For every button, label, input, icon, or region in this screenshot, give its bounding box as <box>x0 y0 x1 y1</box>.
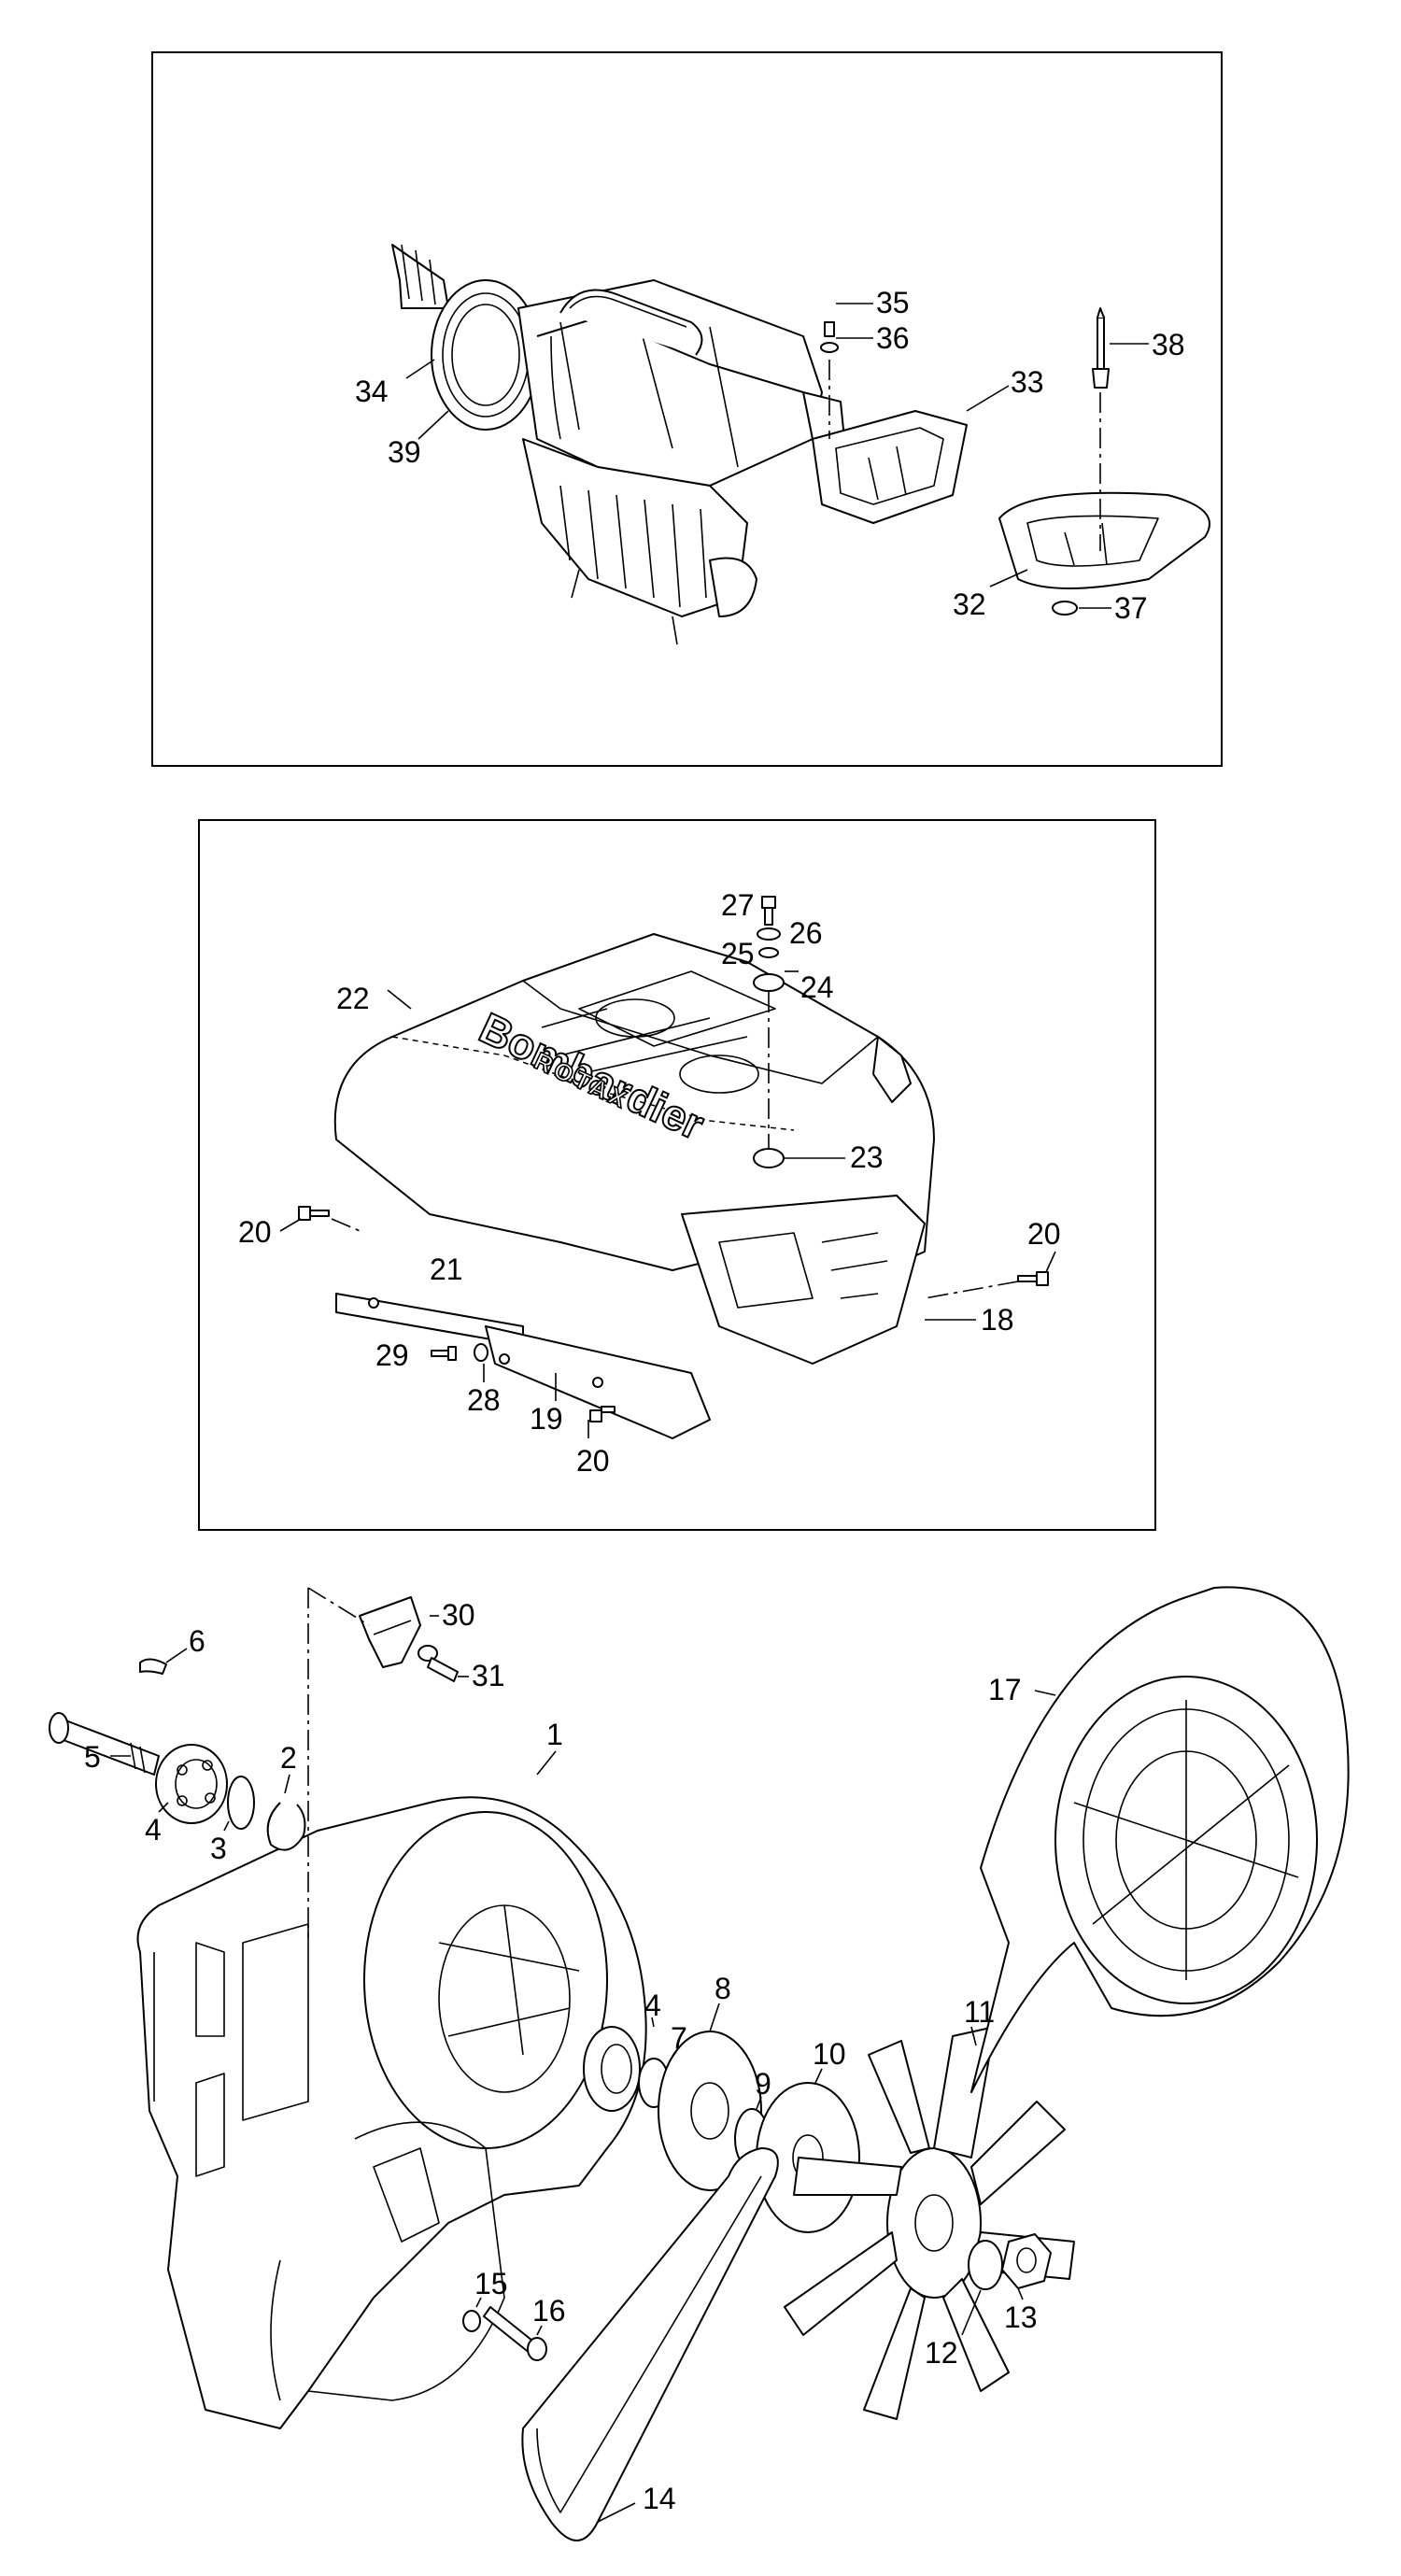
callout-24: 24 <box>800 970 834 1004</box>
callout-30: 30 <box>442 1598 475 1632</box>
callout-31: 31 <box>472 1659 505 1692</box>
engine-cover-panel: Bombardier ROTAX <box>198 819 1156 1531</box>
callout-7: 7 <box>671 2021 687 2055</box>
air-silencer-part-33 <box>812 410 968 524</box>
callout-17: 17 <box>988 1673 1022 1706</box>
callout-22: 22 <box>336 982 370 1015</box>
callout-35: 35 <box>876 286 910 319</box>
callout-6: 6 <box>189 1624 205 1658</box>
fan-housing-part-1 <box>136 1796 647 2429</box>
engine-cover-part-22: Bombardier ROTAX <box>333 933 935 1290</box>
callout-5: 5 <box>84 1740 101 1774</box>
screw-part-20-bottom <box>589 1406 616 1422</box>
callout-4-right: 4 <box>644 1989 661 2022</box>
callout-8: 8 <box>715 1972 731 2005</box>
callout-21: 21 <box>430 1253 463 1286</box>
shield-part-18 <box>681 1195 926 1365</box>
callout-2: 2 <box>280 1741 297 1775</box>
screw-part-29 <box>431 1346 457 1361</box>
screw-part-35 <box>820 321 839 353</box>
washer-part-37 <box>1052 601 1078 616</box>
shaft-part-5 <box>49 1712 160 1776</box>
callout-9: 9 <box>755 2067 771 2101</box>
callout-38: 38 <box>1152 328 1185 361</box>
callout-20-left: 20 <box>238 1215 272 1249</box>
callout-13: 13 <box>1004 2300 1038 2334</box>
engine-assembly <box>391 244 846 645</box>
washer-part-26 <box>757 927 781 941</box>
callout-32: 32 <box>953 587 986 621</box>
callout-4-left: 4 <box>145 1813 162 1847</box>
callout-14: 14 <box>643 2482 676 2515</box>
bearing-part-4-left <box>155 1744 228 1824</box>
bearing-part-4-right <box>583 2026 641 2112</box>
callout-20-bottom: 20 <box>576 1444 610 1478</box>
callout-27: 27 <box>721 888 755 922</box>
fan-housing-panel: 30 6 31 17 1 5 2 4 3 11 4 8 7 10 9 15 16… <box>49 1586 1350 2541</box>
engine-intake-panel-frame <box>151 51 1223 767</box>
callout-29: 29 <box>375 1338 409 1372</box>
clip-part-30 <box>359 1596 421 1668</box>
callout-34: 34 <box>355 375 389 408</box>
bolt-part-31 <box>417 1645 459 1682</box>
key-part-6 <box>139 1658 167 1675</box>
engine-intake-panel: 35 36 33 38 34 39 32 37 <box>151 51 1223 767</box>
callout-16: 16 <box>532 2294 566 2328</box>
fan-cover-part-17 <box>970 1586 1350 2093</box>
washer-part-25 <box>758 947 779 958</box>
callout-3: 3 <box>210 1832 227 1865</box>
spacer-part-3 <box>227 1776 255 1830</box>
callout-18: 18 <box>981 1303 1014 1337</box>
callout-20-right: 20 <box>1027 1217 1061 1251</box>
callout-23: 23 <box>850 1140 884 1174</box>
callout-10: 10 <box>813 2037 846 2071</box>
screw-part-20-left <box>298 1206 330 1221</box>
washer-part-15 <box>462 2310 481 2332</box>
engine-cover-panel-frame <box>198 819 1156 1531</box>
bracket-part-19 <box>485 1325 711 1439</box>
fan-part-11 <box>784 2026 1075 2420</box>
circlip-part-2 <box>266 1802 306 1851</box>
air-silencer-part-32 <box>998 491 1210 589</box>
callout-36: 36 <box>876 321 910 355</box>
belt-part-14 <box>521 2147 779 2541</box>
nut-part-13 <box>1001 2233 1052 2289</box>
rivet-part-38 <box>1092 307 1110 389</box>
callout-33: 33 <box>1011 365 1044 399</box>
callout-28: 28 <box>467 1383 501 1417</box>
grommet-part-23 <box>753 1148 785 1168</box>
callout-1: 1 <box>546 1718 563 1751</box>
bolt-part-16 <box>483 2306 547 2361</box>
washer-part-12 <box>968 2240 1003 2290</box>
callout-12: 12 <box>925 2336 958 2370</box>
callout-25: 25 <box>721 937 755 970</box>
callout-15: 15 <box>474 2267 508 2300</box>
callout-37: 37 <box>1114 591 1148 625</box>
callout-39: 39 <box>388 435 421 469</box>
callout-19: 19 <box>530 1402 563 1436</box>
callout-11: 11 <box>964 1995 995 2029</box>
screw-part-20-right <box>1017 1271 1049 1286</box>
bolt-part-27 <box>761 896 776 926</box>
washer-part-28 <box>474 1343 488 1362</box>
grommet-part-24 <box>753 973 785 992</box>
callout-26: 26 <box>789 916 823 950</box>
